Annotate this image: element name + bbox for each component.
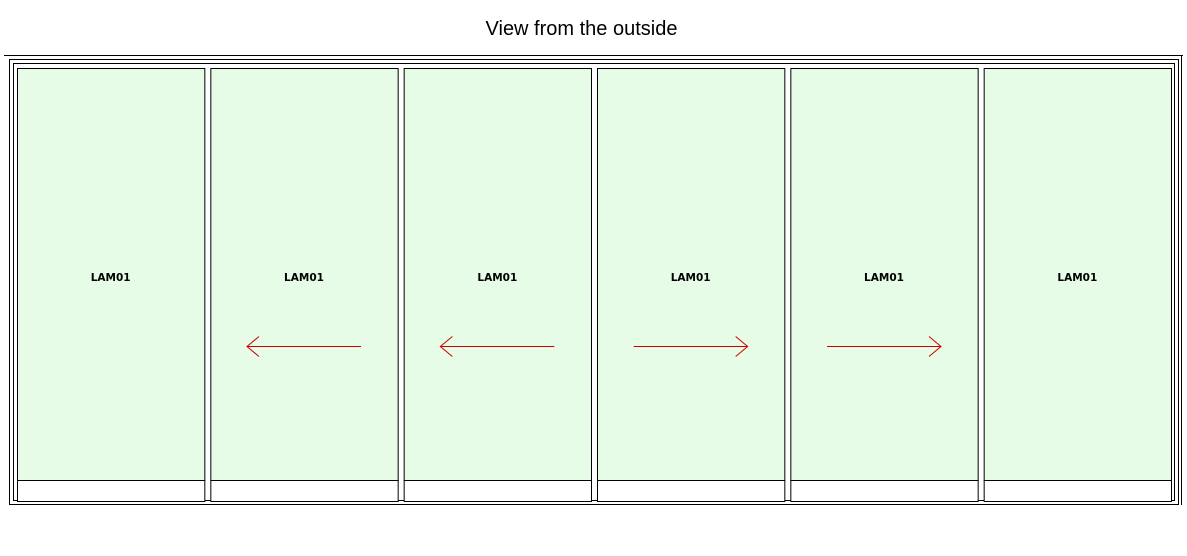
panel-glass bbox=[403, 68, 592, 481]
panel-glass bbox=[17, 68, 206, 481]
diagram-title: View from the outside bbox=[485, 18, 678, 40]
door-panels: LAM01 LAM01 LAM01 LAM01 LAM01 LAM01 bbox=[17, 68, 1173, 502]
panel-bottom-rail bbox=[983, 480, 1173, 502]
frame-outer-border bbox=[9, 59, 1179, 505]
panel-label: LAM01 bbox=[91, 272, 131, 284]
panel-label: LAM01 bbox=[477, 272, 517, 284]
arrow-head bbox=[928, 336, 942, 357]
door-panel-2: LAM01 bbox=[210, 68, 399, 502]
panel-glass bbox=[790, 68, 979, 481]
panel-glass bbox=[210, 68, 399, 481]
panel-glass bbox=[983, 68, 1173, 481]
slide-arrow-right-icon bbox=[827, 336, 942, 357]
arrow-head bbox=[246, 336, 260, 357]
panel-label: LAM01 bbox=[864, 272, 904, 284]
frame-inner-border bbox=[13, 63, 1175, 501]
slide-arrow-left-icon bbox=[246, 336, 361, 357]
arrow-head bbox=[735, 336, 749, 357]
door-panel-3: LAM01 bbox=[403, 68, 592, 502]
panel-bottom-rail bbox=[17, 480, 206, 502]
door-panel-6: LAM01 bbox=[983, 68, 1173, 502]
panel-bottom-rail bbox=[210, 480, 399, 502]
slide-arrow-right-icon bbox=[633, 336, 749, 357]
door-panel-5: LAM01 bbox=[790, 68, 979, 502]
panel-label: LAM01 bbox=[1057, 272, 1097, 284]
slide-arrow-left-icon bbox=[439, 336, 555, 357]
door-panel-1: LAM01 bbox=[17, 68, 206, 502]
outer-frame bbox=[4, 55, 1183, 505]
panel-bottom-rail bbox=[403, 480, 592, 502]
panel-glass bbox=[597, 68, 786, 481]
arrow-head bbox=[439, 336, 453, 357]
panel-label: LAM01 bbox=[284, 272, 324, 284]
panel-bottom-rail bbox=[597, 480, 786, 502]
panel-bottom-rail bbox=[790, 480, 979, 502]
door-panel-4: LAM01 bbox=[597, 68, 786, 502]
panel-label: LAM01 bbox=[671, 272, 711, 284]
